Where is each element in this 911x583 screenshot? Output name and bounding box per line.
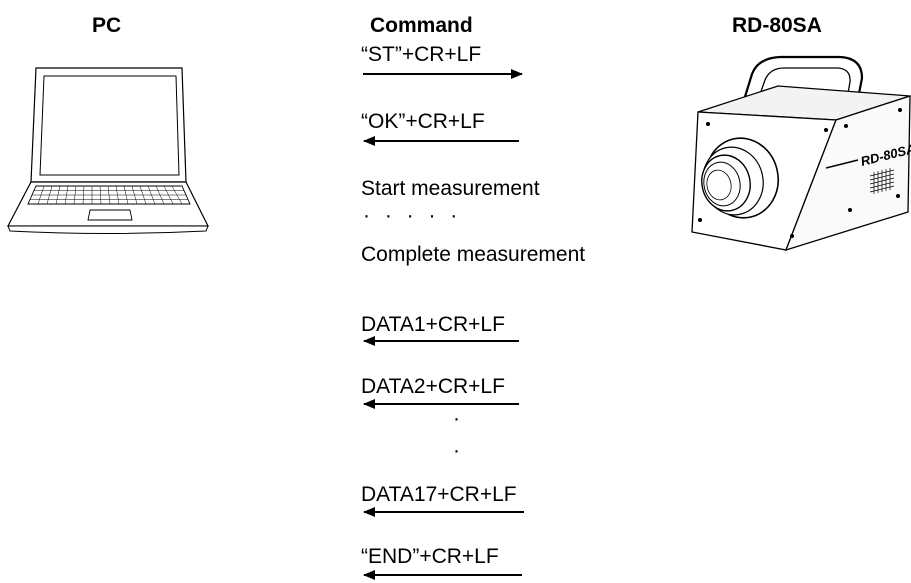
command-header: Command (370, 14, 473, 37)
command-data17: DATA17+CR+LF (361, 483, 517, 506)
command-end: “END”+CR+LF (361, 545, 499, 568)
ellipsis-dot-1: · (453, 407, 460, 430)
status-start-measurement: Start measurement (361, 177, 540, 200)
device-header: RD-80SA (732, 14, 822, 37)
command-ok: “OK”+CR+LF (361, 110, 485, 133)
ellipsis-dot-2: · (453, 439, 460, 462)
device-brand-label: RD-80SA (859, 141, 911, 169)
pc-header: PC (92, 14, 122, 37)
command-st: “ST”+CR+LF (361, 43, 482, 66)
progress-dots: · · · · · (363, 204, 458, 227)
command-data2: DATA2+CR+LF (361, 375, 505, 398)
status-complete-measurement: Complete measurement (361, 243, 586, 266)
command-data1: DATA1+CR+LF (361, 313, 505, 336)
